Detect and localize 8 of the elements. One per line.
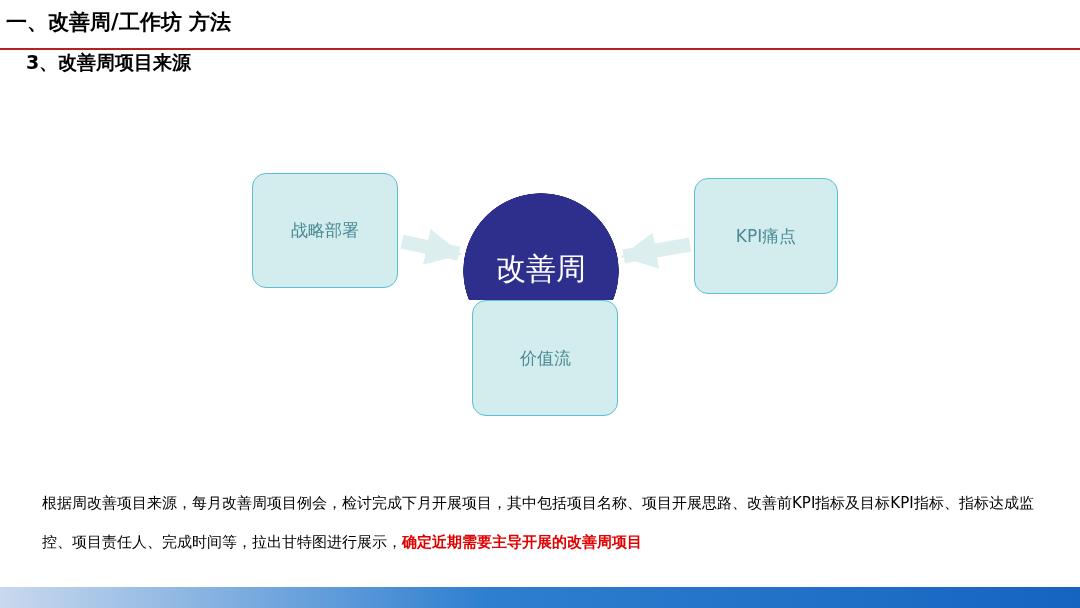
source-box: 战略部署 [252, 173, 398, 288]
source-box: KPI痛点 [694, 178, 838, 294]
arrow [400, 229, 463, 265]
slide-title: 一、改善周/工作坊 方法 [6, 9, 231, 36]
section-heading: 3、改善周项目来源 [26, 50, 192, 75]
arrow [620, 232, 692, 269]
description-paragraph: 根据周改善项目来源，每月改善周项目例会，检讨完成下月开展项目，其中包括项目名称、项目开展思路、改善前KPI指标及目标KPI指标、指标达成监控、项目责任人、完成时间等，拉出甘特图进行展示，确定近期需要主导开展的改善周项目 [42, 493, 1035, 553]
source-box: 价值流 [472, 300, 618, 416]
